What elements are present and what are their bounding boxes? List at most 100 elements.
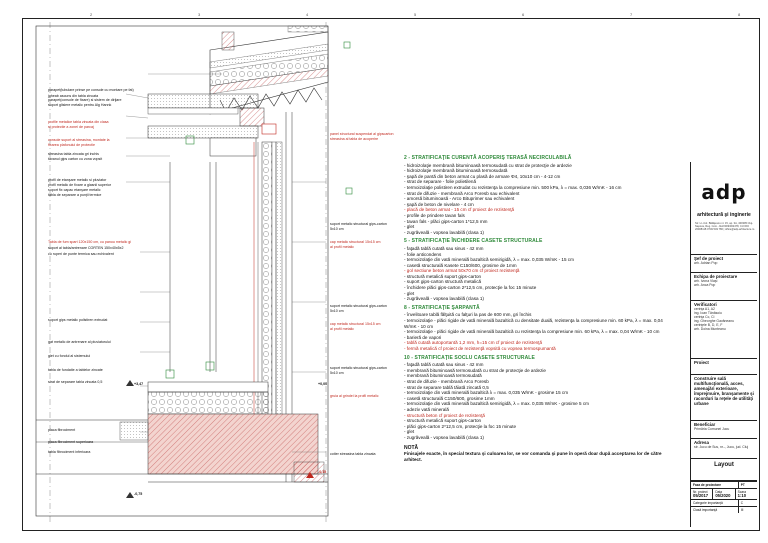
beneficiar-value: Primăria Comunei Jucu: [694, 427, 730, 431]
meta-value: 1:10: [737, 493, 747, 498]
drawing-label-right: suport metalic structural gips-carton: [330, 222, 387, 226]
spec-layer-list: - faţadă tablă cutată sau sinus - 42 mm-…: [404, 362, 666, 440]
spec-layer: - tavan fals - plăci gips-carton 1*12,5 …: [404, 218, 488, 224]
meta-label: Scara: [737, 490, 746, 494]
drawing-label-left: tabla de separare a punţii termice: [48, 193, 102, 197]
address-value: str. Jucu de Sus, nr.-, Jucu, jud. Cluj: [694, 445, 749, 449]
roof-assembly: [209, 25, 329, 115]
drawing-label-left: cu ruperi de punte termica sau echivalen…: [48, 252, 114, 256]
spec-layer: - plăci gips-carton 2*12,5 cm, protecţie…: [404, 423, 517, 429]
phase-label: Faza de proiectare: [691, 482, 739, 488]
spec-layer: - şapă de pantă din beton armat cu plasă…: [404, 173, 561, 179]
drawing-label-right: gruia al grindei la profil metalic: [330, 394, 379, 398]
spec-layer: - zugrăveală - vopsea lavabilă (clasa 1): [404, 434, 484, 440]
spec-layer: - strat de separare - folie polietilenă: [404, 179, 477, 185]
drawing-label-left: console suport al streasina, montate la: [48, 138, 110, 142]
spec-layer: - membrană bituminoasă termosudată cu st…: [404, 367, 546, 373]
sheet-mark: 5: [414, 12, 417, 17]
spec-layer: - termoizolaţie polistiren extrudat cu r…: [404, 184, 622, 190]
spec-layer: - termoizolaţie - plăci rigide de vată m…: [404, 318, 663, 329]
beneficiar-row: Beneficiar Primăria Comunei Jucu: [691, 420, 757, 431]
spec-layer: - faţadă tablă cutată sau sinus - 42 mm: [404, 362, 484, 368]
drawing-label-left: profil de etanşare metalic si pluviator: [48, 178, 107, 182]
drawing-label-left: profile metalice tabla zincata din clasa: [48, 120, 109, 124]
spec-layer: - şapă de beton de nivelare - 4 cm: [404, 201, 474, 207]
specification-notes: 2 - STRATIFICAŢIE CURENTĂ ACOPERIŞ TERAS…: [404, 152, 666, 462]
drawing-label-left: suport gips metalic polistiren extrudat: [48, 318, 108, 322]
spec-layer: - strat de difuzie - membrană Arco Fores…: [404, 378, 489, 384]
category-value: C: [740, 501, 744, 505]
title-block-heading: Echipa de proiectare: [694, 274, 738, 279]
level-marker: +0,00: [318, 382, 328, 386]
spec-layer: - casetă structurală Kasete C150/600, gr…: [404, 262, 517, 268]
spec-layer-list: - hidroizolaţie membrană bituminoasă ter…: [404, 163, 666, 236]
meta-value: 05/2020: [715, 493, 731, 498]
drawing-label-left: placa fibrociment superioara: [48, 440, 94, 444]
spec-layer: - membrană bituminoasă termosudată: [404, 373, 482, 379]
spec-layer: - glet: [404, 224, 415, 230]
drawing-label-left: parapet(tubulare prinse pe console cu mo…: [48, 88, 134, 92]
layout-title: Layout: [714, 462, 734, 468]
spec-layer: - hidroizolaţie membrană bituminoasă ter…: [404, 168, 508, 174]
spec-section: 8 - STRATIFICAŢIE ŞARPANTĂ- învelitoare …: [404, 305, 666, 352]
spec-layer: - tablă cutată autoportantă 1,2 mm, h=15…: [404, 340, 543, 346]
project-row: Construire sală multifuncţională, acces,…: [691, 374, 757, 407]
spec-section-title: 2 - STRATIFICAŢIE CURENTĂ ACOPERIŞ TERAS…: [404, 155, 572, 161]
spec-section: 2 - STRATIFICAŢIE CURENTĂ ACOPERIŞ TERAS…: [404, 155, 666, 236]
drawing-label-right: 5x10 cm: [330, 309, 344, 313]
spec-layer: - zugrăveală - vopsea lavabilă (clasa 1): [404, 229, 484, 235]
spec-section: 10 - STRATIFICAŢIE SOCLU CASETE STRUCTUR…: [404, 354, 666, 441]
spec-layer: - profile de prindere tavan fals: [404, 212, 465, 218]
spec-section: 5 - STRATIFICAŢIE ÎNCHIDERE CASETE STRUC…: [404, 239, 666, 302]
level-marker: +3,47: [134, 382, 144, 386]
spec-layer: - folie anticondens: [404, 251, 442, 257]
spec-layer: - termoizolaţie din vată minerală bazalt…: [404, 401, 589, 407]
title-block-value: cerinţa A1, A2 ing. Ioan Tănăsoiu cerinţ…: [694, 307, 734, 331]
meta-label: Nr. proiect: [693, 490, 708, 494]
company-address: Str. Lt.-Col. Bălăşescu nr. 15, ap. 3A, …: [695, 222, 755, 232]
spec-layer: - strat de separare tablă tăiată zincată…: [404, 384, 489, 390]
spec-layer: - structură metalică suport gips-carton: [404, 273, 482, 279]
spec-layer: - faţadă tablă cutată sau sinus - 42 mm: [404, 245, 484, 251]
company-logo: adp: [701, 180, 747, 204]
plinth-detail: [36, 380, 328, 498]
drawing-label-left: tabla fibrociment inferioara: [48, 450, 91, 454]
layout-row: Layout: [691, 458, 757, 481]
drawing-label-left: suport glisiere metalic pentru Alg Hannk: [48, 103, 112, 107]
project-title: Construire sală multifuncţională, acces,…: [694, 376, 754, 406]
title-block-heading: Şef de proiect: [694, 256, 724, 261]
spec-layer: - glet: [404, 290, 415, 296]
spec-layer: - termoizolaţie din vată minerală bazalt…: [404, 390, 569, 396]
address-label: Adresa: [694, 440, 709, 445]
drawing-label-left: placa fibrociment: [48, 428, 76, 432]
spec-layer: - structură metalică suport gips-carton: [404, 418, 482, 424]
category-label: Clasă importanţă: [691, 507, 739, 513]
drawing-label-right: streasina al tabla de acoperire: [330, 137, 379, 141]
nota-title: NOTĂ: [404, 444, 419, 451]
sheet-mark: 6: [522, 12, 525, 17]
title-block-row: Proiect: [691, 358, 757, 365]
spec-layer: - hidroizolaţie membrană bituminoasă ter…: [404, 162, 572, 168]
sheet-mark: 3: [198, 12, 201, 17]
drawing-label-left: suport fix capac etanşare metalic: [48, 188, 101, 192]
sheet-mark: 2: [90, 12, 93, 17]
drawing-label-left: suport al tabla/antrenare CORTEN 150x40x…: [48, 246, 124, 250]
drawing-label-right: cotier streasina tabla zincata: [330, 452, 376, 456]
level-marker: -0,15: [318, 470, 327, 474]
category-value: III: [740, 508, 744, 512]
spec-layer: - placă de beton armat - 15 cm cf proiec…: [404, 207, 515, 213]
phase-value: PT: [740, 483, 745, 487]
grid-markers: [165, 41, 353, 379]
drawing-label-left: parapet(console de fixare) si sistem de …: [48, 98, 122, 102]
spec-section-title: 10 - STRATIFICAŢIE SOCLU CASETE STRUCTUR…: [404, 354, 535, 361]
drawing-label-right: suport metalic structural gips-carton: [330, 304, 387, 308]
drawing-label-left: jgheab ascuns din tabla zincata: [48, 94, 99, 98]
leader-lines: [125, 73, 326, 453]
drawing-label-right: cap metalic structural 15x15 cm: [330, 322, 381, 326]
